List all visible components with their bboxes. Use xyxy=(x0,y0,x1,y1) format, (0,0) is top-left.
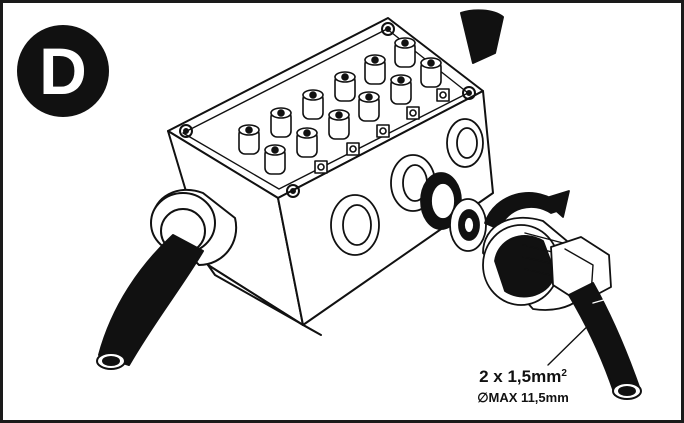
cable-spec-label: 2 x 1,5mm2 ∅MAX 11,5mm xyxy=(443,364,603,406)
junction-box-illustration xyxy=(96,9,642,400)
spec-leader-line xyxy=(547,312,602,366)
cable-exponent: 2 xyxy=(561,368,567,379)
cable-cross-section: 2 x 1,5mm2 xyxy=(479,367,567,386)
step-letter: D xyxy=(39,34,87,108)
max-diameter: ∅MAX 11,5mm xyxy=(477,390,569,405)
step-badge: D xyxy=(17,25,109,117)
rear-cable xyxy=(460,9,504,64)
left-cable-gland xyxy=(96,188,238,370)
right-cable xyxy=(568,282,642,400)
cable-entry-ports xyxy=(330,118,484,256)
terminal-posts xyxy=(238,37,450,175)
